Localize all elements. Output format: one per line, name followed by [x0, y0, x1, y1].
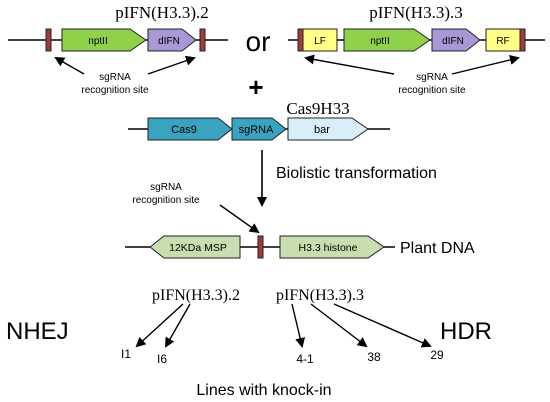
difn-gene: [431, 28, 481, 52]
arrow: [147, 55, 196, 75]
arrow: [304, 54, 395, 75]
sgrna-gene-label: sgRNA: [239, 124, 275, 136]
sgrna-label-target-1: sgRNA: [150, 182, 182, 193]
arrow: [135, 303, 184, 348]
difn-label: dIFN: [442, 36, 464, 47]
or-label: or: [246, 26, 271, 57]
sgrna-site: [199, 28, 206, 52]
h33-histone-label: H3.3 histone: [299, 242, 358, 254]
line-29: 29: [430, 348, 444, 362]
cas9-construct-title: Cas9H33: [286, 99, 349, 118]
difn-gene: [147, 28, 197, 52]
sgrna-label-right-2: recognition site: [398, 85, 466, 96]
hdr-label: HDR: [440, 318, 492, 345]
footer-label: Lines with knock-in: [196, 382, 331, 399]
arrow: [54, 57, 85, 75]
sgrna-site: [519, 28, 526, 52]
sgrna-gene: [231, 117, 287, 141]
line-i6: I6: [157, 352, 167, 366]
bar-label: bar: [314, 124, 330, 136]
sgrna-site: [257, 235, 264, 259]
msp-gene: [149, 235, 241, 259]
sgrna-site: [297, 28, 304, 52]
arrow: [165, 303, 191, 348]
sgrna-label-left-1: sgRNA: [99, 72, 131, 83]
nptii-label: nptII: [370, 36, 389, 47]
bar-gene: [287, 117, 369, 141]
sgrna-label-left-2: recognition site: [81, 85, 149, 96]
line-4-1: 4-1: [296, 352, 314, 366]
sgrna-site: [45, 28, 52, 52]
msp-label: 12KDa MSP: [169, 242, 227, 254]
lf-arm: [302, 28, 338, 52]
difn-label: dIFN: [158, 36, 180, 47]
nptii-gene: [61, 28, 147, 52]
nptii-label: nptII: [88, 36, 107, 47]
line-38: 38: [367, 350, 381, 364]
plant-dna-label: Plant DNA: [400, 240, 475, 257]
sgrna-label-target-2: recognition site: [132, 195, 200, 206]
line-i1: I1: [121, 347, 131, 361]
arrow: [333, 303, 432, 348]
arrow: [291, 303, 306, 348]
cas9-gene: [147, 117, 233, 141]
arrow: [451, 55, 520, 75]
construct-2-title: pIFN(H3.3).2: [115, 3, 209, 22]
construct-3-title: pIFN(H3.3).3: [369, 3, 463, 22]
lf-label: LF: [314, 36, 326, 47]
h33-histone-gene: [279, 235, 385, 259]
transformation-label: Biolistic transformation: [276, 165, 437, 182]
nptii-gene: [343, 28, 431, 52]
plus-label: +: [248, 72, 263, 102]
cas9-label: Cas9: [171, 124, 197, 136]
sgrna-label-right-1: sgRNA: [416, 72, 448, 83]
result-construct-2-label: pIFN(H3.3).2: [152, 287, 240, 304]
nhej-label: NHEJ: [6, 318, 69, 345]
arrow: [219, 204, 260, 234]
result-construct-3-label: pIFN(H3.3).3: [276, 287, 364, 304]
arrow: [310, 303, 368, 348]
rf-label: RF: [496, 36, 509, 47]
